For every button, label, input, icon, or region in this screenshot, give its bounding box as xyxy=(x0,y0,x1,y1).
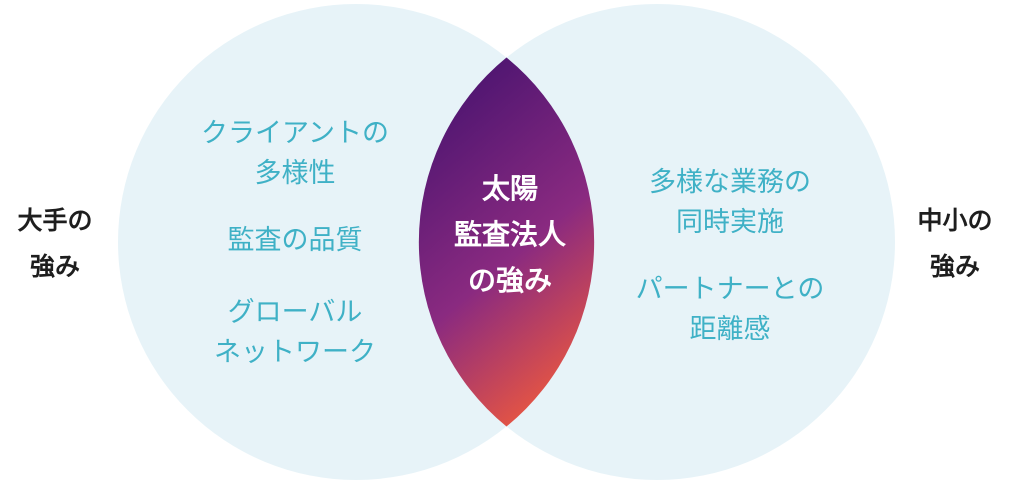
left-circle-label-line: 大手の xyxy=(17,206,93,235)
strength-line: パートナーとの xyxy=(635,274,825,305)
right-strength-partner-proximity: パートナーとの 距離感 xyxy=(600,270,860,350)
left-strength-client-diversity: クライアントの 多様性 xyxy=(180,114,410,194)
overlap-lens xyxy=(418,57,595,427)
right-circle-label-line: 強み xyxy=(929,252,980,281)
left-circle-label: 大手の 強み xyxy=(0,198,110,290)
right-circle-label: 中小の 強み xyxy=(900,198,1010,290)
strength-line: クライアントの xyxy=(201,118,389,149)
overlap-label-line: 監査法人 xyxy=(453,218,566,251)
strength-line: ネットワーク xyxy=(214,337,376,368)
left-strength-global-network: グローバル ネットワーク xyxy=(180,293,410,373)
right-circle-label-line: 中小の xyxy=(917,206,993,235)
overlap-label-line: の強み xyxy=(467,264,552,297)
strength-line: 多様性 xyxy=(254,158,336,189)
strength-line: 監査の品質 xyxy=(227,225,363,256)
strength-line: 同時実施 xyxy=(676,207,784,238)
strength-line: 距離感 xyxy=(689,314,771,345)
overlap-label-line: 太陽 xyxy=(481,172,538,205)
left-circle-label-line: 強み xyxy=(29,252,80,281)
right-strength-diverse-services: 多様な業務の 同時実施 xyxy=(600,163,860,243)
strength-line: グローバル xyxy=(227,297,363,328)
strength-line: 多様な業務の xyxy=(649,167,811,198)
overlap-label: 太陽 監査法人 の強み xyxy=(420,166,600,304)
left-strength-audit-quality: 監査の品質 xyxy=(180,221,410,261)
